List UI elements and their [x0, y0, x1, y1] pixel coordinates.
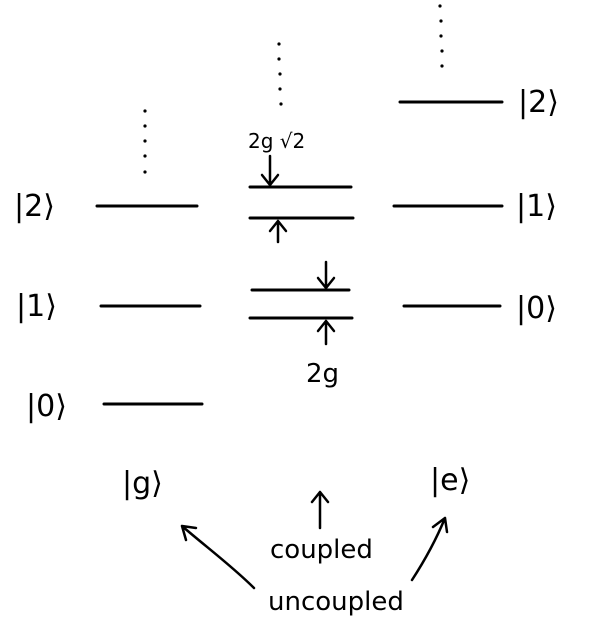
- upper-splitting-arrow-up: [268, 219, 288, 244]
- uncoupled-arrow-left: [180, 524, 256, 590]
- right-ellipsis: [438, 4, 444, 68]
- left-column: |2⟩ |1⟩ |0⟩ |g⟩: [14, 109, 204, 501]
- uncoupled-label: uncoupled: [268, 587, 404, 617]
- upper-splitting-arrow-down: [260, 154, 280, 187]
- excited-state-label: |e⟩: [430, 463, 470, 498]
- left-ket-0: |0⟩: [26, 389, 67, 424]
- ground-state-label: |g⟩: [122, 466, 163, 501]
- left-ket-1: |1⟩: [16, 289, 57, 324]
- lower-splitting-label: 2g: [306, 359, 339, 389]
- right-ket-0: |0⟩: [516, 291, 557, 326]
- middle-ellipsis: [277, 42, 283, 106]
- lower-splitting-arrow-down: [316, 260, 336, 290]
- upper-splitting-label: 2g √2: [248, 129, 305, 153]
- coupled-label: coupled: [270, 535, 373, 565]
- left-ket-2: |2⟩: [14, 189, 55, 224]
- coupled-arrow-up: [310, 490, 330, 530]
- middle-column: 2g √2 2g: [248, 42, 355, 389]
- annotations: coupled uncoupled: [180, 490, 449, 617]
- right-ket-1: |1⟩: [516, 189, 557, 224]
- right-ket-2: |2⟩: [518, 85, 559, 120]
- lower-splitting-arrow-up: [316, 319, 336, 346]
- left-ellipsis: [143, 109, 147, 174]
- right-column: |2⟩ |1⟩ |0⟩ |e⟩: [392, 4, 559, 498]
- uncoupled-arrow-right: [410, 516, 449, 582]
